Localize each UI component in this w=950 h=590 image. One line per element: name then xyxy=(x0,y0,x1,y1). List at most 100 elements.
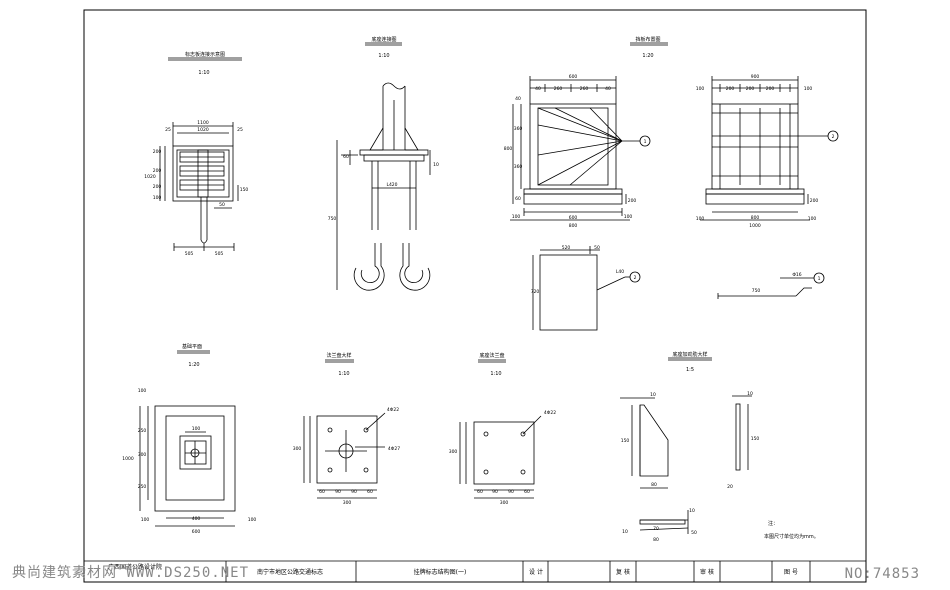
svg-text:60: 60 xyxy=(515,196,521,202)
view-frame xyxy=(700,76,839,221)
svg-text:70: 70 xyxy=(653,526,659,532)
svg-text:1020: 1020 xyxy=(197,127,209,133)
view-scale: 1:10 xyxy=(198,70,209,76)
svg-text:100: 100 xyxy=(804,86,813,92)
svg-text:4Φ27: 4Φ27 xyxy=(388,446,400,452)
svg-text:900: 900 xyxy=(751,74,760,80)
svg-text:20: 20 xyxy=(727,484,733,490)
svg-text:800: 800 xyxy=(504,146,513,152)
svg-text:40: 40 xyxy=(605,86,611,92)
svg-text:200: 200 xyxy=(810,198,819,204)
svg-text:200: 200 xyxy=(628,198,637,204)
title-block-project: 南宁市地区公路交通标志 xyxy=(257,568,323,576)
view-plate xyxy=(532,246,641,331)
svg-text:L420: L420 xyxy=(386,182,397,188)
view-flange-b: 底座法兰盘 1:10 xyxy=(459,352,542,499)
svg-text:L40: L40 xyxy=(616,269,624,275)
svg-text:300: 300 xyxy=(138,452,147,458)
title-block xyxy=(84,560,866,582)
svg-text:80: 80 xyxy=(653,537,659,543)
svg-text:520: 520 xyxy=(562,245,571,251)
svg-text:25: 25 xyxy=(237,127,243,133)
svg-text:150: 150 xyxy=(751,436,760,442)
svg-text:505: 505 xyxy=(215,251,224,257)
svg-text:100: 100 xyxy=(696,216,705,222)
view-base-plan: 基础平面 1:20 xyxy=(139,343,236,527)
svg-text:100: 100 xyxy=(624,214,633,220)
svg-text:100: 100 xyxy=(192,426,201,432)
svg-text:10: 10 xyxy=(689,508,695,514)
svg-text:250: 250 xyxy=(138,428,147,434)
svg-text:50: 50 xyxy=(691,530,697,536)
svg-text:505: 505 xyxy=(185,251,194,257)
svg-text:200: 200 xyxy=(153,149,162,155)
view-scale: 1:10 xyxy=(490,371,501,377)
svg-text:40: 40 xyxy=(515,96,521,102)
view-scale: 1:5 xyxy=(686,367,694,373)
svg-text:10: 10 xyxy=(650,392,656,398)
svg-text:100: 100 xyxy=(696,86,705,92)
view-title: 底座连接图 xyxy=(371,36,396,43)
svg-text:200: 200 xyxy=(153,184,162,190)
svg-text:200: 200 xyxy=(726,86,735,92)
svg-text:90: 90 xyxy=(335,489,341,495)
view-scale: 1:20 xyxy=(188,362,199,368)
svg-text:200: 200 xyxy=(766,86,775,92)
svg-text:1100: 1100 xyxy=(197,120,209,126)
watermark-left: 典尚建筑素材网 WWW.DS250.NET xyxy=(12,565,250,581)
svg-text:90: 90 xyxy=(351,489,357,495)
svg-text:60: 60 xyxy=(477,489,483,495)
svg-text:360: 360 xyxy=(514,164,523,170)
note-text: 本图尺寸单位均为mm。 xyxy=(764,533,819,540)
sheet-border xyxy=(83,9,867,583)
note-label: 注： xyxy=(768,520,778,527)
svg-text:100: 100 xyxy=(248,517,257,523)
svg-text:200: 200 xyxy=(746,86,755,92)
svg-text:400: 400 xyxy=(192,516,201,522)
svg-text:100: 100 xyxy=(808,216,817,222)
svg-text:250: 250 xyxy=(138,484,147,490)
svg-text:100: 100 xyxy=(153,195,162,201)
callout-2: 2 xyxy=(634,275,637,281)
svg-text:600: 600 xyxy=(569,74,578,80)
svg-text:750: 750 xyxy=(752,288,761,294)
title-block-design: 设 计 xyxy=(529,568,543,576)
svg-text:600: 600 xyxy=(569,215,578,221)
svg-text:100: 100 xyxy=(141,517,150,523)
svg-text:60: 60 xyxy=(343,154,349,160)
svg-text:300: 300 xyxy=(293,446,302,452)
svg-text:25: 25 xyxy=(165,127,171,133)
watermark-right: NO:74853 xyxy=(844,566,920,582)
dimension-labels: 1100 1020 25 25 200 200 200 100 150 50 5… xyxy=(122,74,834,543)
svg-text:60: 60 xyxy=(367,489,373,495)
svg-text:300: 300 xyxy=(343,500,352,506)
view-title: 底座法兰盘 xyxy=(479,352,504,359)
svg-text:100: 100 xyxy=(138,388,147,394)
svg-text:800: 800 xyxy=(569,223,578,229)
view-scale: 1:20 xyxy=(642,53,653,59)
svg-text:150: 150 xyxy=(621,438,630,444)
svg-text:150: 150 xyxy=(240,187,249,193)
view-rod xyxy=(717,272,825,299)
view-post-foot: 底座连接图 1:10 xyxy=(336,36,431,291)
title-block-check: 复 核 xyxy=(616,568,630,576)
svg-text:10: 10 xyxy=(433,162,439,168)
view-title: 挡板布置图 xyxy=(635,36,660,43)
title-block-org: 广西国道公路设计院 xyxy=(108,563,162,571)
svg-text:750: 750 xyxy=(328,216,337,222)
svg-text:100: 100 xyxy=(512,214,521,220)
svg-text:40: 40 xyxy=(535,86,541,92)
svg-text:1000: 1000 xyxy=(122,456,134,462)
svg-text:Φ16: Φ16 xyxy=(792,272,801,278)
svg-text:90: 90 xyxy=(508,489,514,495)
svg-text:600: 600 xyxy=(192,529,201,535)
callout-2: 2 xyxy=(832,134,835,140)
svg-text:60: 60 xyxy=(319,489,325,495)
view-title: 基础平面 xyxy=(182,343,202,350)
callout-1: 1 xyxy=(644,139,647,145)
svg-text:360: 360 xyxy=(514,126,523,132)
svg-text:1020: 1020 xyxy=(144,174,156,180)
view-stiffener: 底座加劲肋大样 1:5 xyxy=(620,351,752,534)
title-block-drawing-title: 挂牌标志结构图(一) xyxy=(414,568,467,576)
svg-text:1000: 1000 xyxy=(749,223,761,229)
